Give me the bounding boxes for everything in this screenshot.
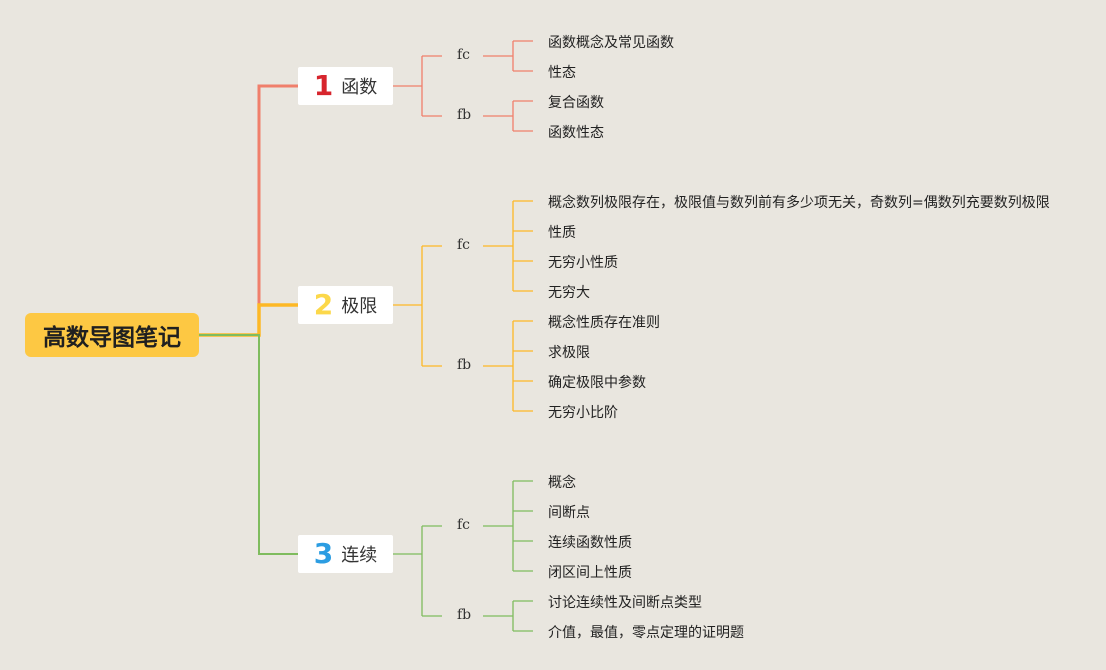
root-label: 高数导图笔记 — [43, 325, 181, 351]
leaf-node[interactable]: 无穷小性质 — [548, 255, 618, 271]
branch-label-3: 连续 — [341, 545, 378, 566]
leaf-node[interactable]: 间断点 — [548, 505, 590, 521]
leaf-node[interactable]: 确定极限中参数 — [548, 375, 646, 391]
branch-number-1: 1 — [313, 69, 334, 102]
leaf-node[interactable]: 概念性质存在准则 — [548, 315, 660, 331]
leaf-node[interactable]: 闭区间上性质 — [548, 565, 632, 581]
sub-node-3-fb[interactable]: fb — [457, 607, 472, 623]
connector-root-branch-2 — [199, 303, 298, 337]
sub-node-3-fc[interactable]: fc — [457, 517, 471, 533]
branch-node-2[interactable]: 2 极限 — [298, 286, 393, 324]
leaf-node[interactable]: 介值，最值，零点定理的证明题 — [548, 625, 744, 641]
connector-root-branch-3 — [199, 334, 298, 555]
sub-node-1-fc[interactable]: fc — [457, 47, 471, 63]
root-node[interactable]: 高数导图笔记 — [25, 313, 199, 357]
branch-node-3[interactable]: 3 连续 — [298, 535, 393, 573]
leaf-node[interactable]: 性质 — [548, 225, 576, 241]
leaf-node[interactable]: 函数性态 — [548, 125, 604, 141]
leaf-node[interactable]: 概念 — [548, 475, 576, 491]
leaf-node[interactable]: 复合函数 — [548, 95, 604, 111]
connector-branch-2 — [393, 200, 533, 412]
branch-label-1: 函数 — [341, 77, 378, 98]
connector-branch-1 — [393, 40, 533, 132]
leaf-node[interactable]: 连续函数性质 — [548, 535, 632, 551]
leaf-node[interactable]: 无穷小比阶 — [548, 405, 618, 421]
leaf-node[interactable]: 讨论连续性及间断点类型 — [548, 595, 702, 611]
branch-number-3: 3 — [313, 537, 334, 570]
leaf-node[interactable]: 求极限 — [548, 345, 590, 361]
sub-node-1-fb[interactable]: fb — [457, 107, 472, 123]
leaf-node[interactable]: 概念数列极限存在，极限值与数列前有多少项无关，奇数列=偶数列充要数列极限 — [548, 195, 1050, 211]
connector-root-branch-1 — [199, 84, 298, 337]
leaf-node[interactable]: 无穷大 — [548, 285, 590, 301]
sub-node-2-fc[interactable]: fc — [457, 237, 471, 253]
branch-number-2: 2 — [313, 288, 334, 321]
branch-node-1[interactable]: 1 函数 — [298, 67, 393, 105]
branch-label-2: 极限 — [341, 296, 378, 317]
leaf-node[interactable]: 性态 — [548, 65, 576, 81]
connector-branch-3 — [393, 480, 533, 632]
leaf-node[interactable]: 函数概念及常见函数 — [548, 35, 674, 51]
sub-node-2-fb[interactable]: fb — [457, 357, 472, 373]
